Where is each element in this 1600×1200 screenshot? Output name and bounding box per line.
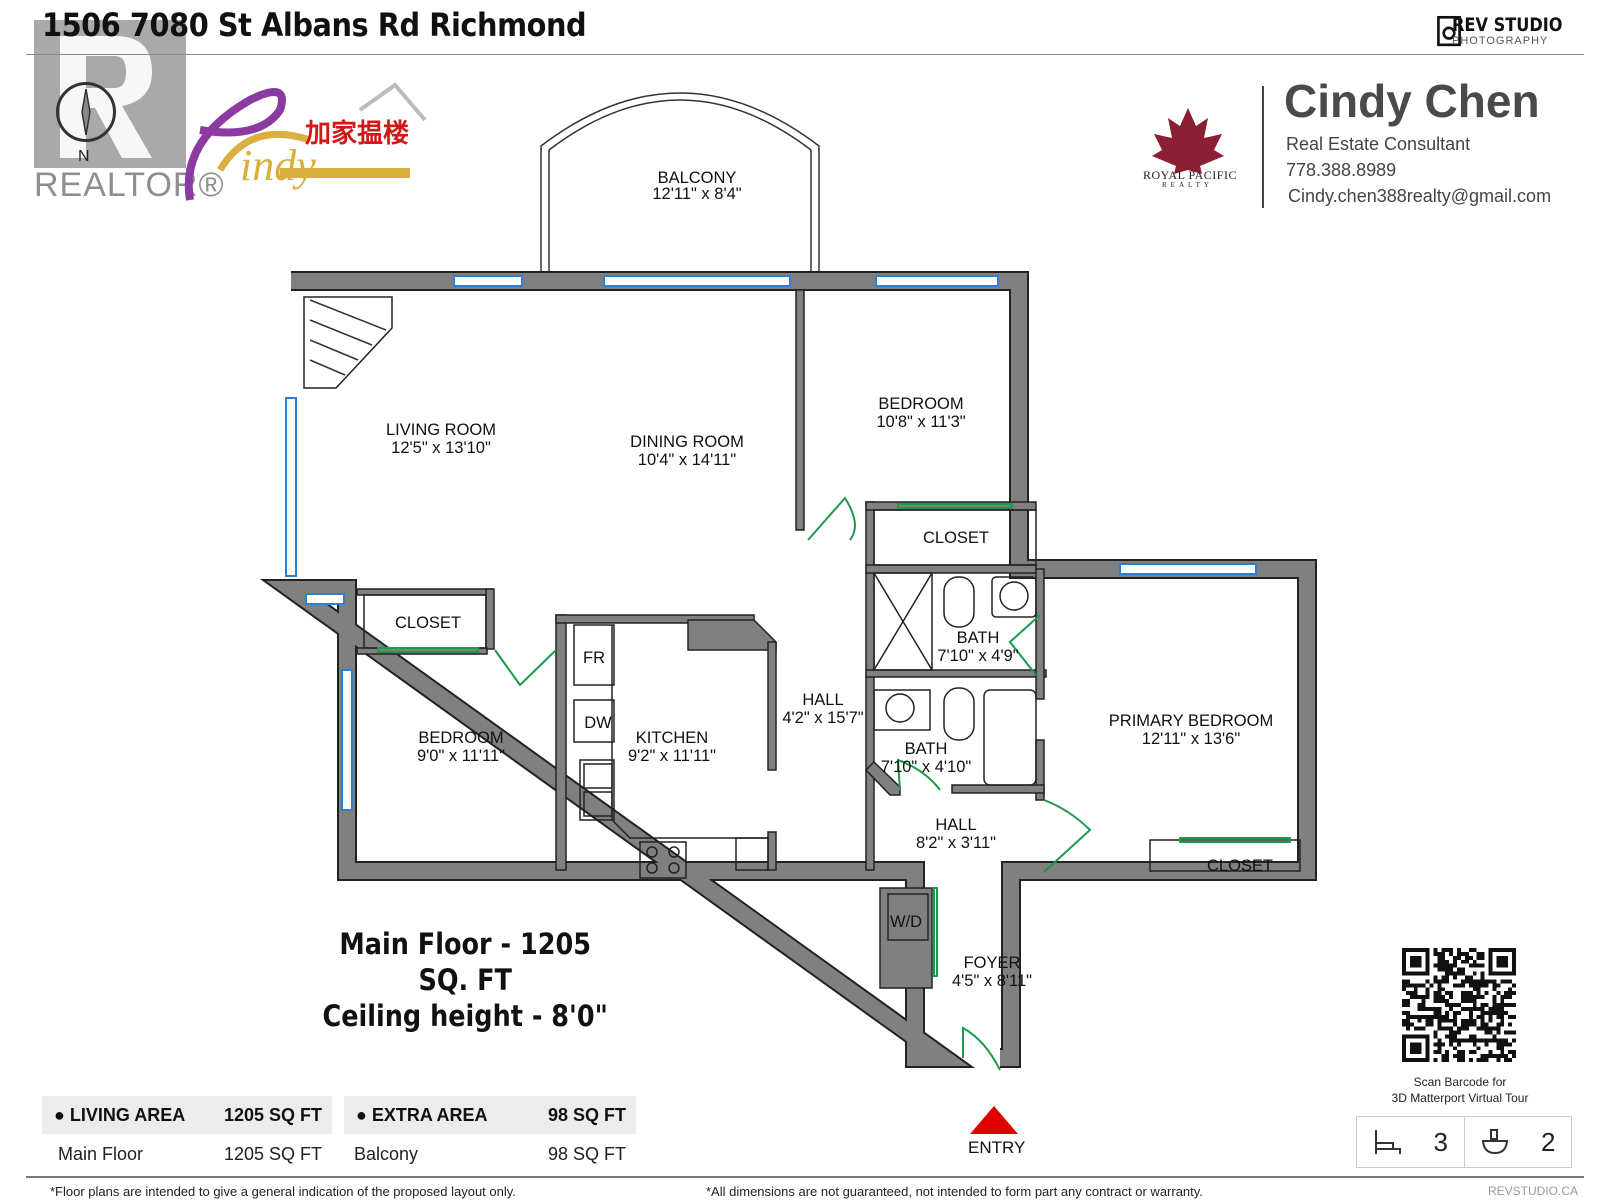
camera-icon — [1437, 15, 1461, 47]
room-dims: 9'2" x 11'11" — [628, 747, 716, 765]
floor-summary: Main Floor - 1205 SQ. FT Ceiling height … — [320, 926, 610, 1034]
footer-divider — [26, 1176, 1584, 1178]
washer-dryer-label: W/D — [890, 913, 922, 931]
agent-role: Real Estate Consultant — [1286, 134, 1471, 154]
room-dims: 12'5" x 13'10" — [391, 439, 491, 457]
room-name: BEDROOM — [418, 729, 503, 747]
room-dims: 12'11" x 8'4" — [652, 185, 741, 203]
room-name: CLOSET — [923, 529, 989, 547]
room-name: FOYER — [964, 954, 1021, 972]
table-header: ● LIVING AREA — [54, 1104, 186, 1125]
fridge-label: FR — [583, 649, 605, 667]
rev-studio-sub: PHOTOGRAPHY — [1452, 35, 1549, 47]
room-name: DINING ROOM — [630, 433, 744, 451]
windows — [285, 275, 1257, 811]
bathtub-icon — [1481, 1129, 1509, 1155]
room-outlines — [363, 509, 1301, 941]
entry-arrow-icon — [970, 1106, 1018, 1134]
royal-pacific-wordmark: ROYAL PACIFIC — [1143, 168, 1237, 182]
room-name: CLOSET — [1207, 857, 1273, 875]
room-dims: 9'0" x 11'11" — [417, 747, 505, 765]
royal-pacific-sub: REALTY — [1162, 181, 1213, 189]
bed-icon — [1374, 1130, 1401, 1154]
room-dims: 8'2" x 3'11" — [916, 834, 996, 852]
room-name: LIVING ROOM — [386, 421, 496, 439]
room-dims: 4'2" x 15'7" — [782, 709, 863, 727]
footer-brand[interactable]: REVSTUDIO.CA — [1488, 1184, 1579, 1198]
room-dims: 10'4" x 14'11" — [638, 451, 737, 469]
table-header-value: 1205 SQ FT — [223, 1104, 322, 1125]
doors — [377, 496, 1291, 1071]
bedroom-count: 3 — [1433, 1126, 1448, 1157]
room-name: HALL — [802, 691, 843, 709]
rev-studio-logo: REV STUDIO — [1452, 14, 1563, 36]
entry-label: ENTRY — [968, 1138, 1026, 1157]
room-name: KITCHEN — [636, 729, 708, 747]
room-dims: 7'10" x 4'9" — [937, 647, 1018, 665]
bathroom-count: 2 — [1541, 1126, 1556, 1157]
fireplace — [303, 296, 393, 389]
room-name: BALCONY — [658, 169, 737, 187]
page-title: 1506 7080 St Albans Rd Richmond — [42, 6, 587, 44]
room-name: PRIMARY BEDROOM — [1109, 712, 1273, 730]
room-dims: 12'11" x 13'6" — [1142, 730, 1241, 748]
footer-note-center: *All dimensions are not guaranteed, not … — [706, 1184, 1203, 1199]
agent-name: Cindy Chen — [1284, 75, 1540, 127]
agent-phone[interactable]: 778.388.8989 — [1286, 160, 1397, 180]
qr-code[interactable] — [1402, 948, 1516, 1062]
room-name: BATH — [905, 740, 948, 758]
balcony-outline — [548, 99, 812, 280]
room-dims: 10'8" x 11'3" — [876, 413, 965, 431]
svg-text:indy: indy — [240, 141, 316, 190]
compass-north-label: N — [78, 148, 90, 165]
agent-email[interactable]: Cindy.chen388realty@gmail.com — [1288, 186, 1552, 206]
agent-divider — [1262, 86, 1264, 208]
ceiling-height: Ceiling height - 8'0" — [322, 999, 608, 1033]
floor-area: Main Floor - 1205 SQ. FT — [339, 927, 592, 997]
dishwasher-label: DW — [584, 714, 612, 732]
table-header: ● EXTRA AREA — [356, 1104, 488, 1125]
room-counts: 3 2 — [1356, 1116, 1572, 1168]
svg-text:加家揾楼: 加家揾楼 — [305, 118, 409, 148]
royal-pacific-maple-leaf-logo — [1152, 108, 1224, 174]
room-name: HALL — [935, 816, 976, 834]
room-dims: 4'5" x 8'11" — [952, 972, 1032, 990]
compass-icon — [56, 82, 116, 142]
outer-walls — [259, 271, 1317, 1068]
table-header-value: 98 SQ FT — [547, 1104, 626, 1125]
room-name: CLOSET — [395, 614, 461, 632]
room-name: BATH — [957, 629, 1000, 647]
footer-note-left: *Floor plans are intended to give a gene… — [50, 1184, 516, 1199]
cindy-logo: indy 加家揾楼 — [184, 82, 427, 201]
header-divider — [26, 54, 1584, 55]
room-name: BEDROOM — [878, 395, 963, 413]
room-dims: 7'10" x 4'10" — [881, 758, 972, 776]
